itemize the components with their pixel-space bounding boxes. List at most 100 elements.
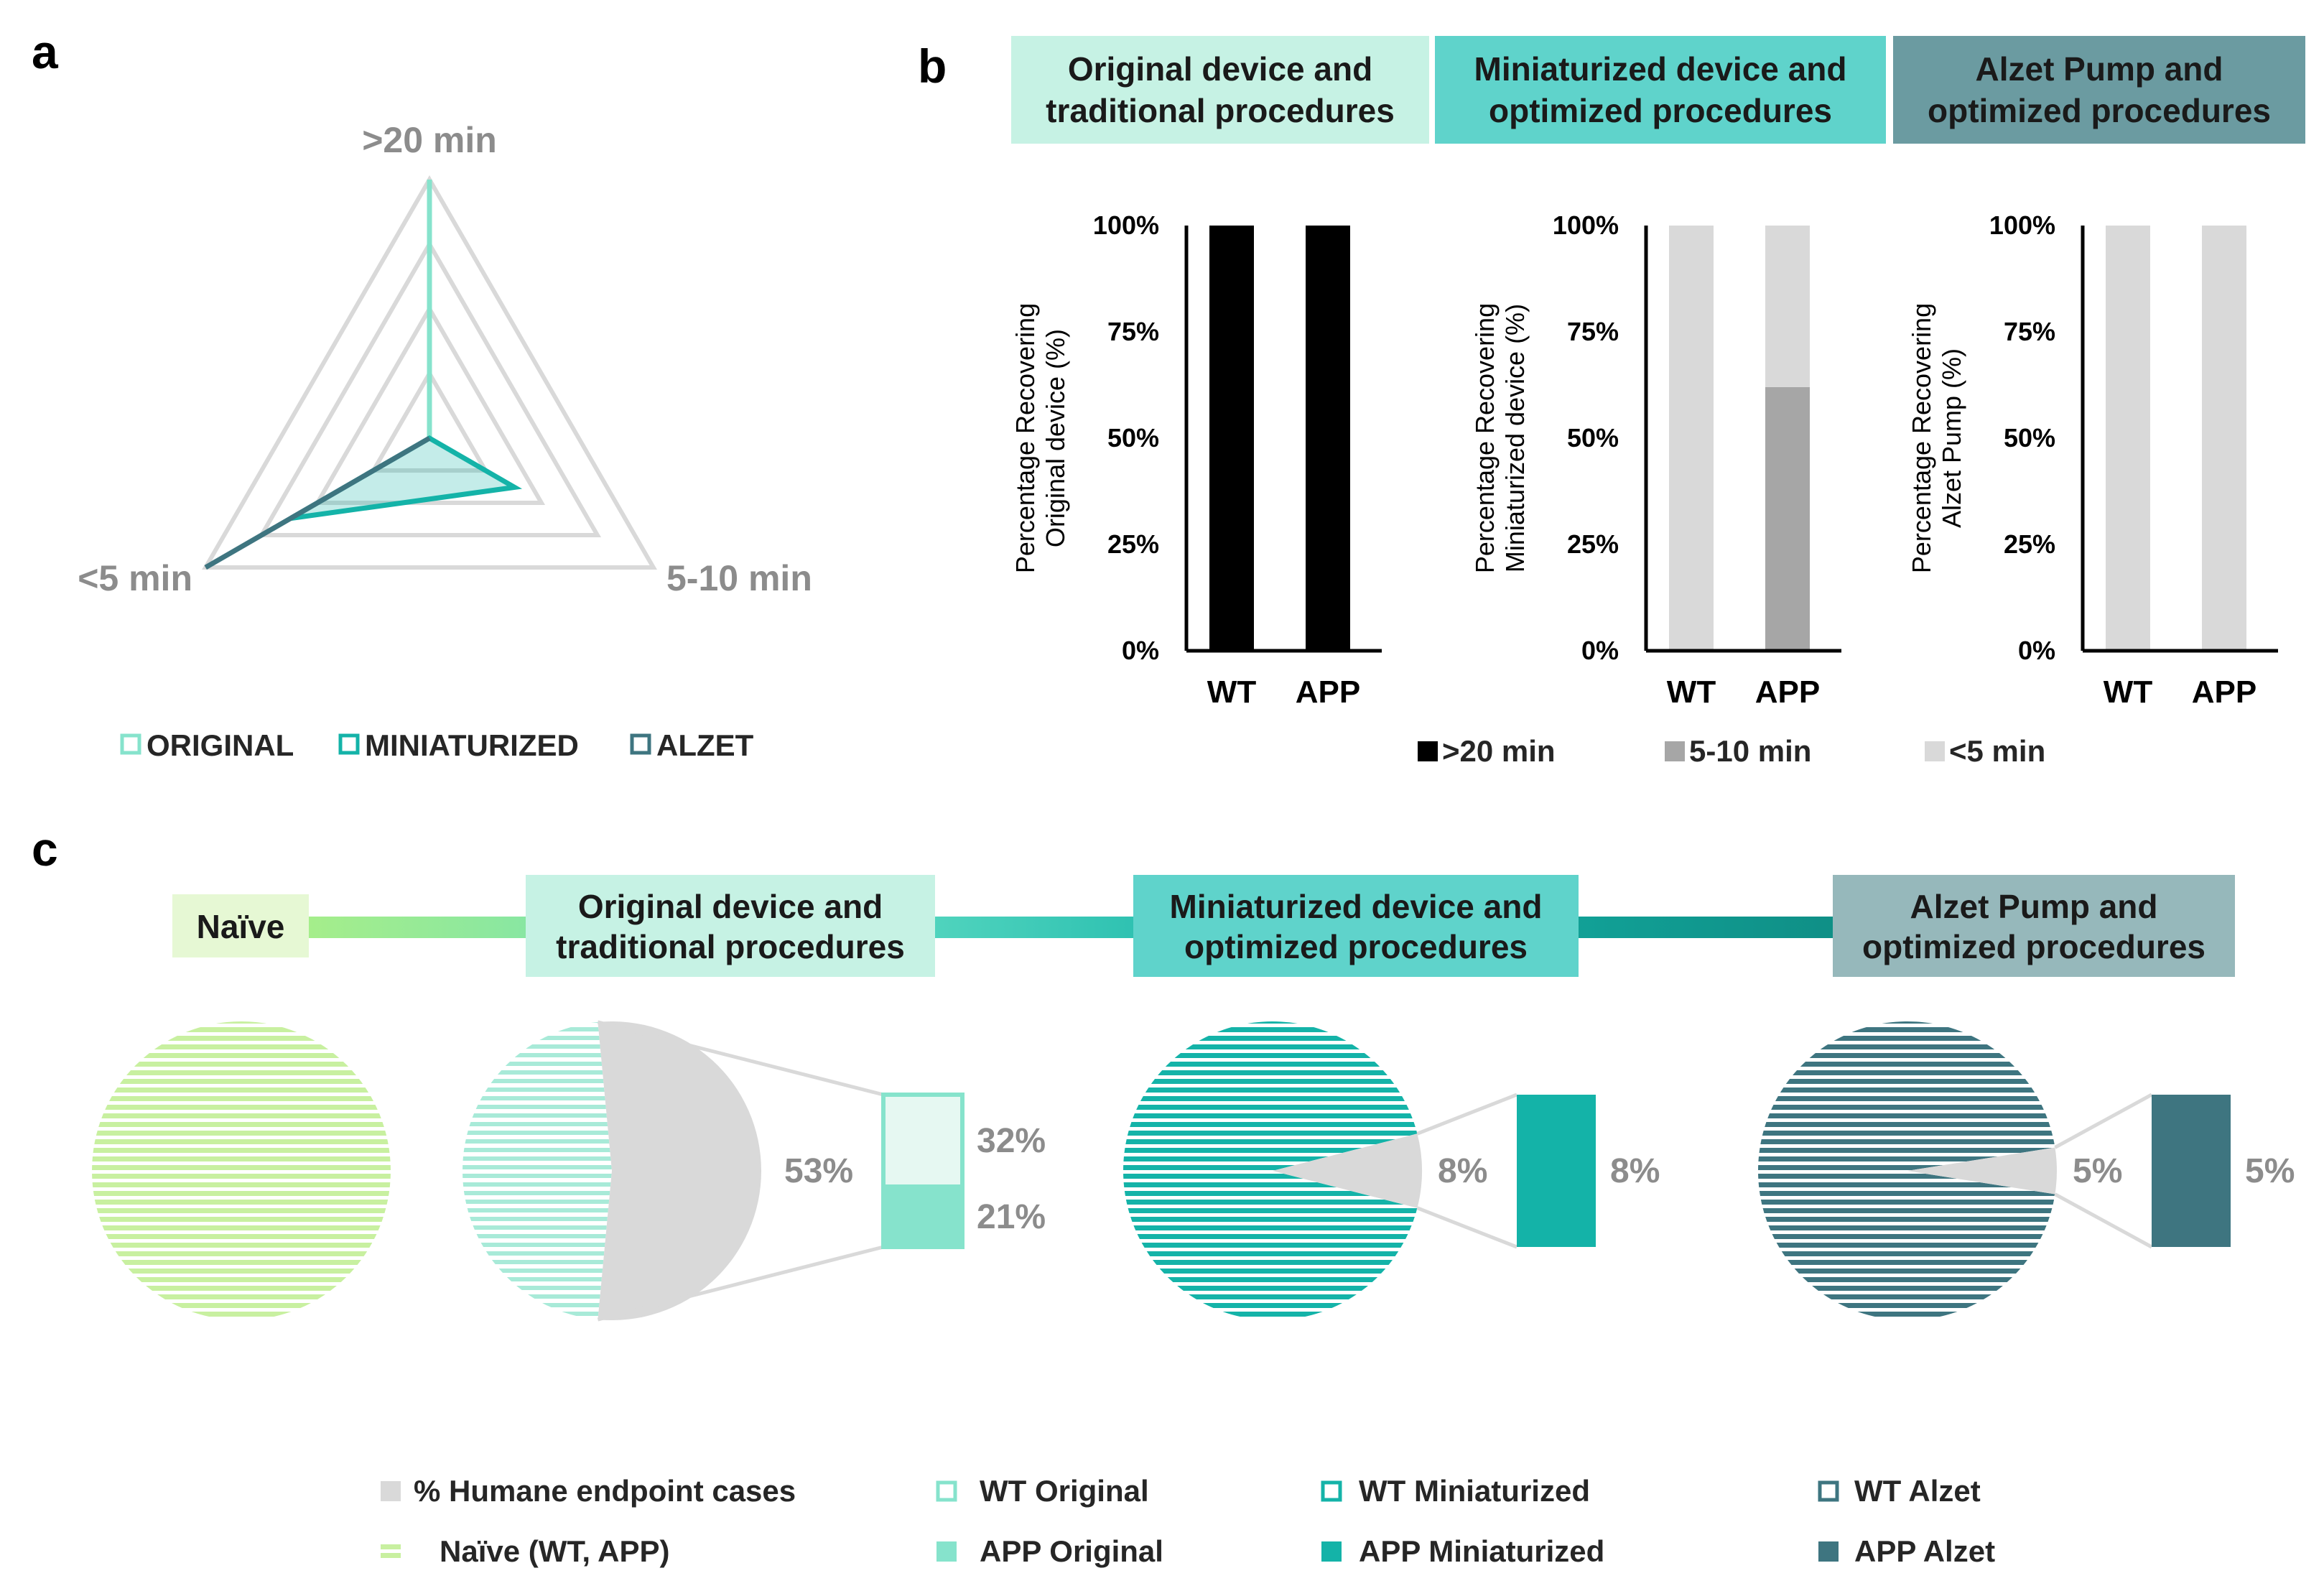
y-axis-title: Alzet Pump (%) [1937,348,1966,528]
x-category-label: WT [1207,674,1257,710]
header-box-miniaturized [1435,36,1886,144]
y-tick-label: 0% [1581,636,1619,665]
legend-swatch-wt-alzet [1818,1480,1839,1502]
stage-original-line2: traditional procedures [556,928,905,965]
pie-legend: % Humane endpoint cases Naïve (WT, APP) … [381,1474,1995,1568]
panel-letter-a: a [32,25,59,78]
header-alzet-line1: Alzet Pump and [1975,50,2223,88]
y-tick-label: 25% [2004,529,2055,559]
panel-b-headers: Original device and traditional procedur… [1011,36,2305,144]
header-box-original [1011,36,1429,144]
legend-swatch-gt20 [1418,741,1438,761]
pie-connector-line [2054,1192,2153,1249]
y-tick-label: 50% [2004,423,2055,453]
y-axis-title: Percentage Recovering [1907,303,1936,573]
stage-box-original [526,875,935,977]
legend-swatch-wt-original [936,1480,957,1502]
x-category-label: APP [1296,674,1360,710]
breakdown-bar-app [1517,1095,1596,1247]
breakdown-label-app: 8% [1610,1152,1660,1190]
y-axis-title: Miniaturized device (%) [1500,304,1530,572]
legend-label-original: ORIGINAL [147,728,294,762]
breakdown-bar-app [2152,1095,2231,1247]
radar-axis-label-left: <5 min [78,558,192,598]
pie-1: 53%32%21% [462,1020,1046,1322]
y-tick-label: 75% [1567,317,1619,346]
legend-swatch-original [120,733,141,755]
legend-swatch-miniaturized [338,733,360,755]
pie-slice-remaining [1123,1021,1418,1320]
legend-swatch-app-miniaturized [1321,1541,1342,1562]
header-alzet-line2: optimized procedures [1928,92,2271,129]
header-box-alzet [1893,36,2305,144]
legend-label-alzet: ALZET [656,728,754,762]
legend-swatch-wt-miniaturized [1321,1480,1342,1502]
y-axis-title: Original device (%) [1041,329,1070,547]
x-category-label: APP [2192,674,2256,710]
pie-humane-label: 53% [784,1152,853,1190]
pie-connector-line [597,1245,884,1322]
x-category-label: WT [1667,674,1716,710]
panel-letter-b: b [918,40,947,93]
legend-label-app-miniaturized: APP Miniaturized [1359,1534,1604,1568]
pie-slice-naive [92,1021,391,1320]
y-tick-label: 25% [1567,529,1619,559]
y-tick-label: 75% [1107,317,1159,346]
timeline: Naïve Original device and traditional pr… [172,875,2235,977]
stage-original-line1: Original device and [578,888,883,925]
radar-grid-ring [313,305,546,505]
x-category-label: WT [2104,674,2153,710]
panel-letter-c: c [32,822,58,876]
radar-series-miniaturized [289,435,523,521]
legend-label-wt-alzet: WT Alzet [1854,1474,1981,1508]
header-miniaturized-line2: optimized procedures [1489,92,1832,129]
breakdown-label-app: 5% [2245,1152,2295,1190]
header-original-line1: Original device and [1068,50,1372,88]
y-tick-label: 50% [1567,423,1619,453]
bar-legend: >20 min 5-10 min <5 min [1418,734,2045,768]
pie-slice-humane [598,1021,761,1320]
legend-label-naive: Naïve (WT, APP) [440,1534,670,1568]
y-tick-label: 100% [1553,210,1619,240]
bar-segment-wt-lt5 [1669,226,1714,651]
pie-connector-line [2054,1093,2153,1149]
y-axis-title: Percentage Recovering [1470,303,1500,573]
radar-grid-ring [369,368,490,473]
radar-chart [202,175,657,570]
legend-label-app-original: APP Original [980,1534,1163,1568]
pie-charts: 53%32%21%8%8%5%5% [92,1020,2295,1322]
y-tick-label: 0% [2018,636,2055,665]
bar-segment-app-gt20 [1306,226,1350,651]
pie-humane-label: 5% [2073,1152,2122,1190]
radar-axis-label-right: 5-10 min [666,558,812,598]
y-axis-title: Percentage Recovering [1010,303,1040,573]
y-tick-label: 75% [2004,317,2055,346]
pie-2: 8%8% [1123,1021,1660,1320]
y-tick-label: 50% [1107,423,1159,453]
legend-swatch-5to10 [1665,741,1685,761]
breakdown-label-wt: 32% [977,1122,1046,1160]
y-tick-label: 100% [1093,210,1159,240]
y-tick-label: 25% [1107,529,1159,559]
bar-segment-app-lt5 [2202,226,2246,651]
pie-connector-line [597,1020,884,1097]
pie-slice-remaining [1758,1021,2055,1320]
legend-label-gt20: >20 min [1442,734,1556,768]
legend-label-wt-miniaturized: WT Miniaturized [1359,1474,1590,1508]
stage-miniaturized-line1: Miniaturized device and [1170,888,1543,925]
bar-segment-app-g5to10 [1765,386,1810,651]
legend-swatch-lt5 [1925,741,1945,761]
bar-segment-wt-gt20 [1209,226,1254,651]
breakdown-bar-wt [881,1093,965,1189]
stage-box-naive [172,894,309,957]
legend-swatch-app-original [936,1541,957,1562]
legend-swatch-alzet [630,733,651,755]
legend-label-wt-original: WT Original [980,1474,1149,1508]
header-miniaturized-line1: Miniaturized device and [1474,50,1847,88]
breakdown-bar-app [881,1184,965,1249]
pie-slice-humane [1273,1133,1423,1208]
